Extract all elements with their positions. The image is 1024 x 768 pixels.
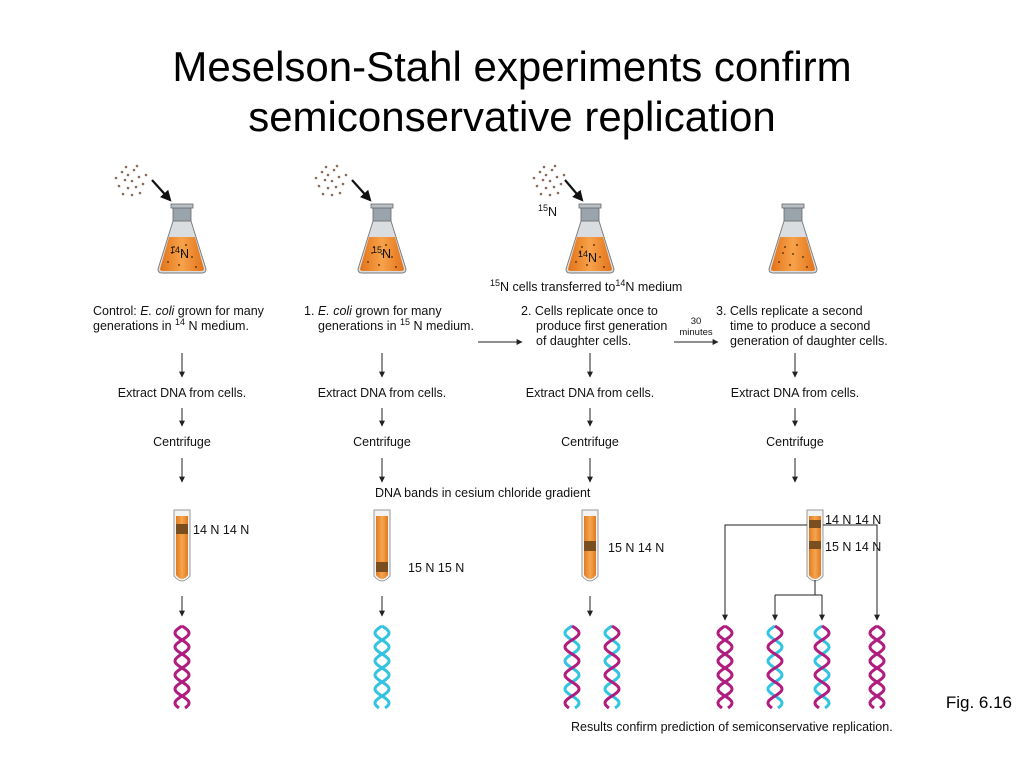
dna-helix-hybrid — [813, 624, 831, 710]
dna-helix-hybrid — [766, 624, 784, 710]
add-cells-arrow — [151, 179, 172, 202]
slide-title: Meselson-Stahl experiments confirm semic… — [0, 42, 1024, 142]
dna-band — [809, 541, 821, 549]
band-label: 14 N 14 N — [825, 513, 881, 527]
flask-icon — [157, 203, 207, 274]
column-step-2: 15N 14N 15N cells transferred to14N medi… — [375, 164, 682, 710]
added-cells-label: 15N — [538, 203, 557, 219]
step-2-text-3: of daughter cells. — [536, 334, 631, 348]
figure-number: Fig. 6.16 — [945, 693, 1012, 712]
dna-strand — [603, 624, 621, 710]
column-step-3: 30 minutes 3. Cells replicate a second t… — [674, 203, 888, 710]
add-cells-arrow — [564, 179, 584, 202]
step-3-text: 3. Cells replicate a second — [716, 304, 863, 318]
column-step-1: 15N 1. E. coli grown for many generation… — [304, 164, 474, 710]
gradient-note: DNA bands in cesium chloride gradient — [375, 486, 591, 500]
extract-label: Extract DNA from cells. — [526, 386, 655, 400]
test-tube — [373, 509, 391, 582]
step-1-text: 1. E. coli grown for many — [304, 304, 442, 318]
dna-strand — [173, 624, 191, 710]
dna-helix-hybrid — [563, 624, 581, 710]
centrifuge-label: Centrifuge — [766, 435, 824, 449]
dna-helix-14n-14n — [868, 624, 886, 710]
band-label: 15 N 14 N — [825, 540, 881, 554]
cells-dots-icon — [532, 164, 566, 197]
test-tube — [581, 509, 599, 582]
flask-label: 14N — [170, 245, 189, 261]
step-2-text-2: produce first generation — [536, 319, 667, 333]
step-1-text-2: generations in 15 N medium. — [318, 317, 474, 333]
connector-lines — [722, 524, 880, 621]
extract-label: Extract DNA from cells. — [318, 386, 447, 400]
transfer-note: 15N cells transferred to14N medium — [490, 278, 682, 294]
dna-band — [176, 524, 188, 534]
column-control: 14N Control: E. coli grown for many gene… — [93, 164, 265, 710]
cells-dots-icon — [114, 164, 148, 197]
centrifuge-label: Centrifuge — [561, 435, 619, 449]
dna-band — [376, 562, 388, 572]
step-2-text: 2. Cells replicate once to — [521, 304, 658, 318]
flask-label: 14N — [578, 249, 597, 265]
band-label: 15 N 15 N — [408, 561, 464, 575]
cells-dots-icon — [314, 164, 348, 197]
dna-strand — [766, 624, 784, 710]
dna-helix-14n-14n — [716, 624, 734, 710]
dna-strand — [813, 624, 831, 710]
dna-helix-hybrid — [603, 624, 621, 710]
dna-strand — [868, 624, 886, 710]
dna-strand — [563, 624, 581, 710]
step-3-text-2: time to produce a second — [730, 319, 870, 333]
dna-helix-15n-15n — [373, 624, 391, 710]
title-line-2: semiconservative replication — [248, 93, 776, 140]
minutes-note: 30 — [691, 316, 702, 327]
dna-strand — [373, 624, 391, 710]
extract-label: Extract DNA from cells. — [118, 386, 247, 400]
dna-band — [809, 520, 821, 528]
control-step-text-2: generations in 14 N medium. — [93, 317, 249, 333]
extract-label: Extract DNA from cells. — [731, 386, 860, 400]
flask-icon — [357, 203, 407, 274]
title-line-1: Meselson-Stahl experiments confirm — [172, 43, 852, 90]
band-label: 14 N 14 N — [193, 523, 249, 537]
minutes-note-2: minutes — [679, 327, 713, 338]
add-cells-arrow — [351, 179, 372, 202]
dna-strand — [716, 624, 734, 710]
band-label: 15 N 14 N — [608, 541, 664, 555]
flask-label: 15N — [372, 245, 391, 261]
test-tube — [806, 509, 824, 582]
dna-helix-14n-14n — [173, 624, 191, 710]
step-3-text-3: generation of daughter cells. — [730, 334, 888, 348]
centrifuge-label: Centrifuge — [153, 435, 211, 449]
test-tube — [173, 509, 191, 582]
centrifuge-label: Centrifuge — [353, 435, 411, 449]
results-note: Results confirm prediction of semiconser… — [571, 720, 893, 734]
dna-band — [584, 541, 596, 551]
control-step-text: Control: E. coli grown for many — [93, 304, 265, 318]
flask-icon — [768, 203, 818, 274]
